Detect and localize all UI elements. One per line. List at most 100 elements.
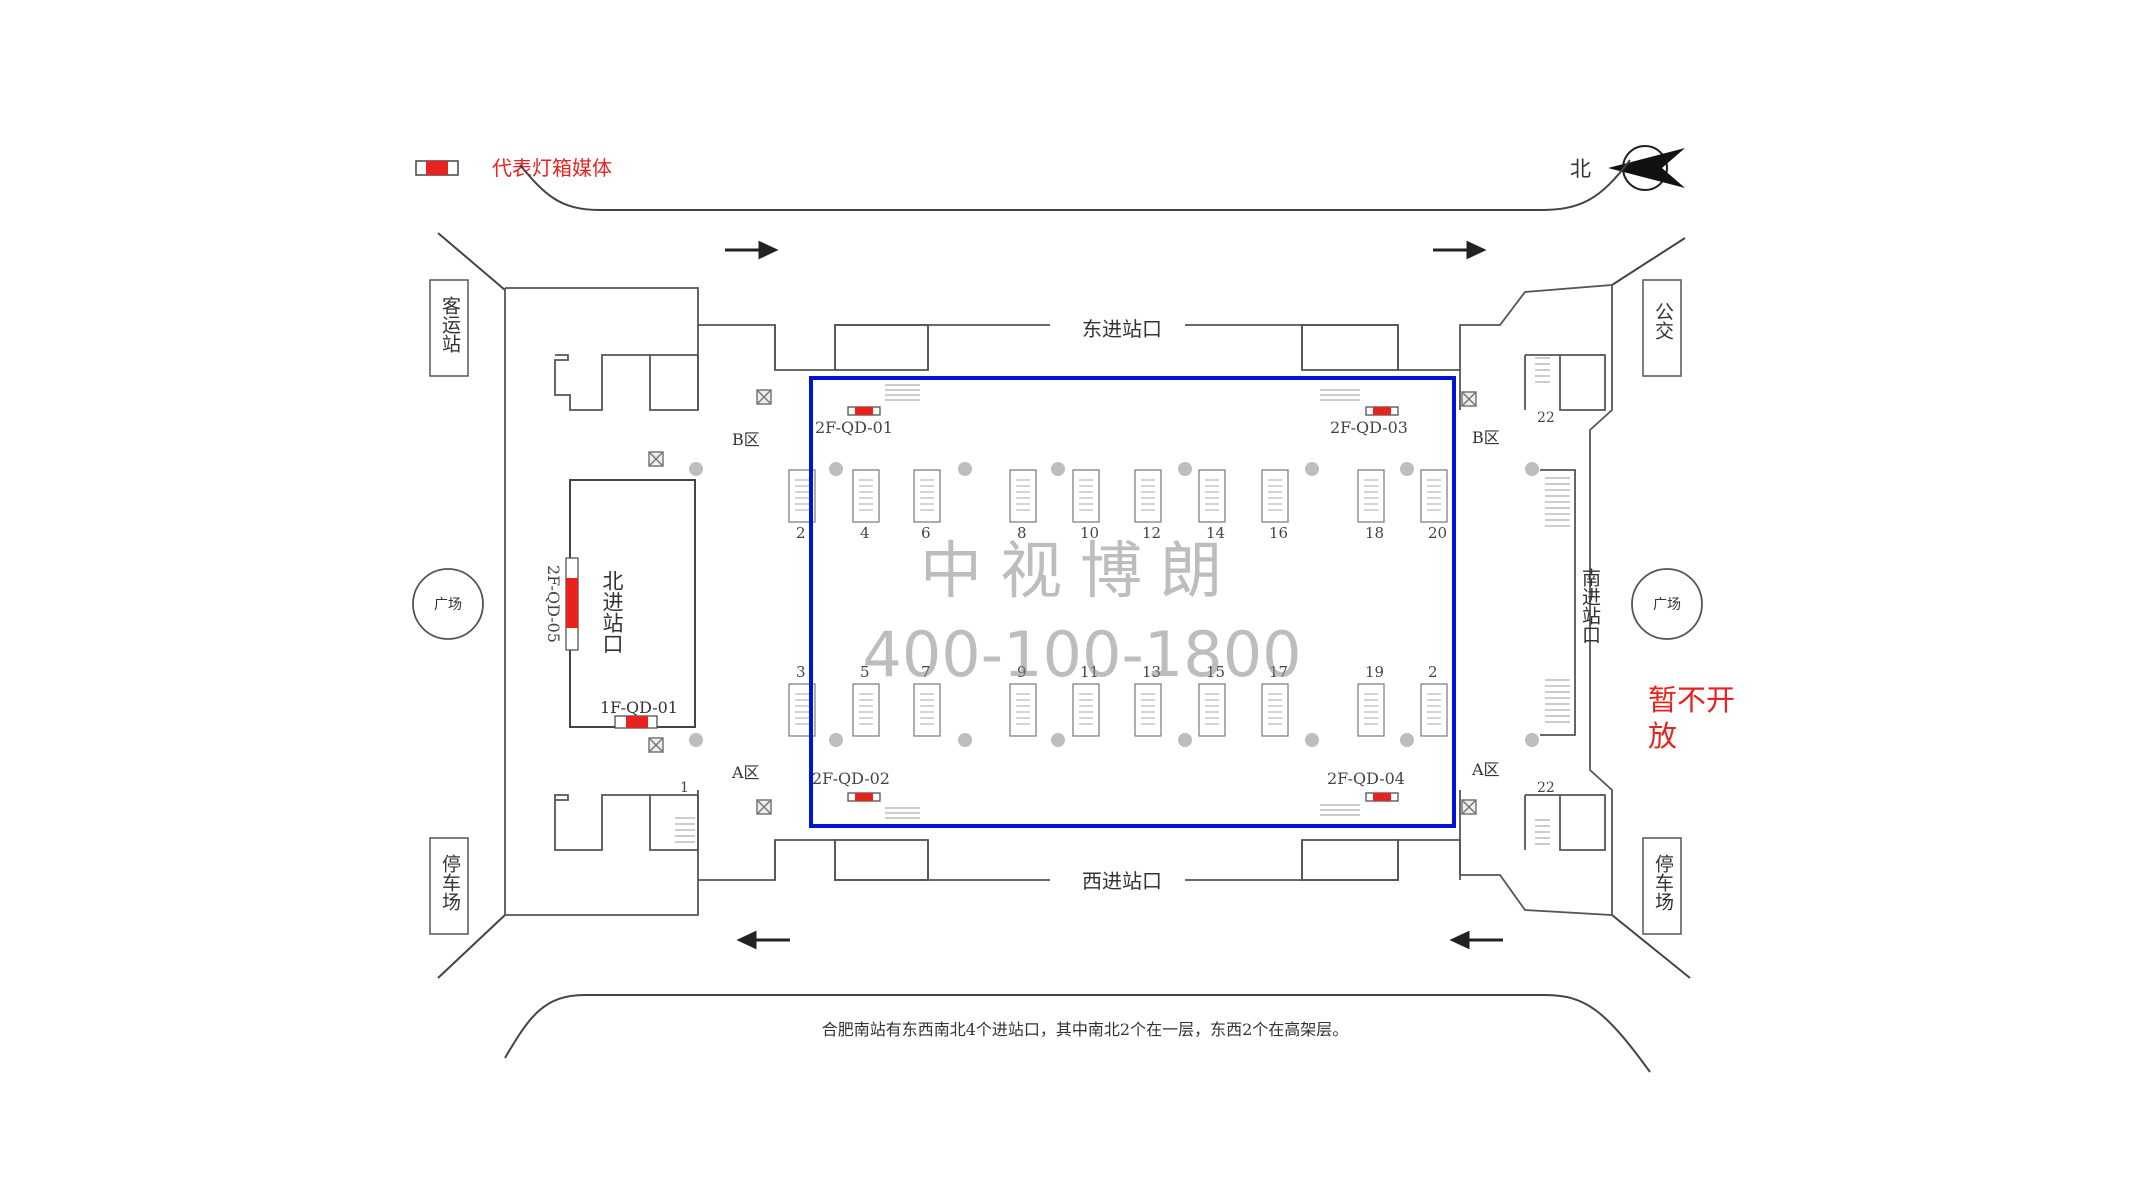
stair-bottom-left <box>675 817 695 843</box>
bottom-stair <box>1009 683 1037 737</box>
top-platform-number: 2 <box>796 524 806 542</box>
stair-number-bottom-left: 1 <box>680 780 689 796</box>
lightbox-2f-qd-01 <box>847 406 881 416</box>
facility-bus: 公交 <box>1642 279 1682 377</box>
top-stair <box>1420 469 1448 523</box>
top-stair <box>913 469 941 523</box>
legend: 代表灯箱媒体 <box>415 156 612 180</box>
north-arrow-icon <box>1608 148 1685 188</box>
zone-b-left: B区 <box>732 430 760 449</box>
bottom-stair <box>1357 683 1385 737</box>
road-right-lower <box>1611 914 1691 979</box>
media-label-2f-qd-04: 2F-QD-04 <box>1327 769 1405 788</box>
top-stair <box>1072 469 1100 523</box>
zone-b-right: B区 <box>1472 428 1500 447</box>
stair-south-upper <box>1545 477 1570 527</box>
east-entrance-label: 东进站口 <box>1082 317 1162 341</box>
arrow-bottom-left-head <box>736 930 757 950</box>
road-right-upper <box>1611 237 1686 286</box>
bottom-stair <box>1261 683 1289 737</box>
lightbox-2f-qd-02 <box>847 792 881 802</box>
stair-bottom-right <box>1535 819 1550 845</box>
road-left-upper <box>437 232 506 291</box>
lightbox-1f-qd-01 <box>614 715 658 729</box>
stair-top-right <box>1535 357 1550 383</box>
top-platform-number: 18 <box>1365 524 1384 542</box>
south-entrance-label: 南进站口 <box>1579 568 1601 644</box>
facility-parking-left: 停车场 <box>429 837 469 935</box>
bus-label: 公交 <box>1652 302 1674 340</box>
lightbox-2f-qd-04 <box>1365 792 1399 802</box>
arrow-top-left-head <box>758 240 779 260</box>
stairs <box>629 357 1570 845</box>
station-outline <box>504 284 1613 916</box>
arrow-top-right-head <box>1466 240 1487 260</box>
bottom-platform-number: 11 <box>1080 663 1099 681</box>
stair-number-bottom-right: 22 <box>1537 780 1555 796</box>
status-note-line2: 放 <box>1648 719 1677 753</box>
zone-a-right: A区 <box>1471 760 1500 779</box>
bottom-platform-number: 19 <box>1365 663 1384 681</box>
stair-qd04 <box>1320 804 1360 816</box>
media-label-2f-qd-03: 2F-QD-03 <box>1330 418 1408 437</box>
top-platform-number: 4 <box>860 524 870 542</box>
legend-label: 代表灯箱媒体 <box>492 156 612 180</box>
bottom-platform-number: 13 <box>1142 663 1161 681</box>
top-platform-number: 14 <box>1206 524 1225 542</box>
bottom-stair <box>1198 683 1226 737</box>
parking-right-label: 停车场 <box>1652 854 1674 911</box>
top-stair <box>1261 469 1289 523</box>
facility-coach-station: 客运站 <box>429 279 469 377</box>
elevator-markers <box>648 389 1477 815</box>
bottom-platform-number: 2 <box>1428 663 1438 681</box>
roads <box>437 159 1691 1073</box>
media-lightboxes <box>565 406 1399 802</box>
bottom-stair <box>1420 683 1448 737</box>
top-stair <box>1357 469 1385 523</box>
top-stair <box>852 469 880 523</box>
north-arrow: 北 <box>1570 145 1685 191</box>
top-stair <box>1134 469 1162 523</box>
bottom-stair <box>852 683 880 737</box>
bottom-platform-number: 17 <box>1269 663 1288 681</box>
arrow-bottom-right-head <box>1449 930 1470 950</box>
north-entrance-block <box>569 479 696 728</box>
parking-left-label: 停车场 <box>439 854 461 911</box>
plaza-left-label: 广场 <box>434 597 462 613</box>
media-label-1f-qd-01: 1F-QD-01 <box>600 698 678 717</box>
west-entrance-label: 西进站口 <box>1082 869 1162 893</box>
lightbox-2f-qd-05 <box>565 557 579 651</box>
watermark: 中视博朗 400-100-1800 <box>862 534 1301 691</box>
bottom-platform-number: 9 <box>1017 663 1027 681</box>
zone-a-left: A区 <box>731 763 760 782</box>
highlight-area <box>809 376 1456 828</box>
top-platform-number: 8 <box>1017 524 1027 542</box>
bottom-platform-number: 7 <box>921 663 931 681</box>
road-bottom <box>504 994 1651 1073</box>
stair-qd01 <box>885 384 920 401</box>
top-platform-number: 12 <box>1142 524 1161 542</box>
bottom-stair <box>1134 683 1162 737</box>
bottom-stair <box>1072 683 1100 737</box>
facility-parking-right: 停车场 <box>1642 837 1682 935</box>
plaza-left: 广场 <box>412 568 484 640</box>
status-note-line1: 暂不开 <box>1648 683 1735 717</box>
top-stair <box>1009 469 1037 523</box>
bottom-platform-number: 15 <box>1206 663 1225 681</box>
stair-qd02 <box>885 807 920 819</box>
plaza-right-label: 广场 <box>1653 597 1681 613</box>
stair-number-top-right: 22 <box>1537 410 1555 426</box>
north-entrance-label: 北进站口 <box>600 570 624 654</box>
media-label-2f-qd-01: 2F-QD-01 <box>815 418 893 437</box>
watermark-brand: 中视博朗 <box>920 534 1240 607</box>
north-label: 北 <box>1570 157 1591 181</box>
watermark-phone: 400-100-1800 <box>862 618 1301 691</box>
bottom-platform-number: 5 <box>860 663 870 681</box>
top-platform-number: 20 <box>1428 524 1447 542</box>
media-label-2f-qd-05: 2F-QD-05 <box>544 565 563 643</box>
pillars <box>689 462 1539 747</box>
top-platform-number: 16 <box>1269 524 1288 542</box>
bottom-stair <box>913 683 941 737</box>
footnote: 合肥南站有东西南北4个进站口，其中南北2个在一层，东西2个在高架层。 <box>822 1020 1349 1039</box>
